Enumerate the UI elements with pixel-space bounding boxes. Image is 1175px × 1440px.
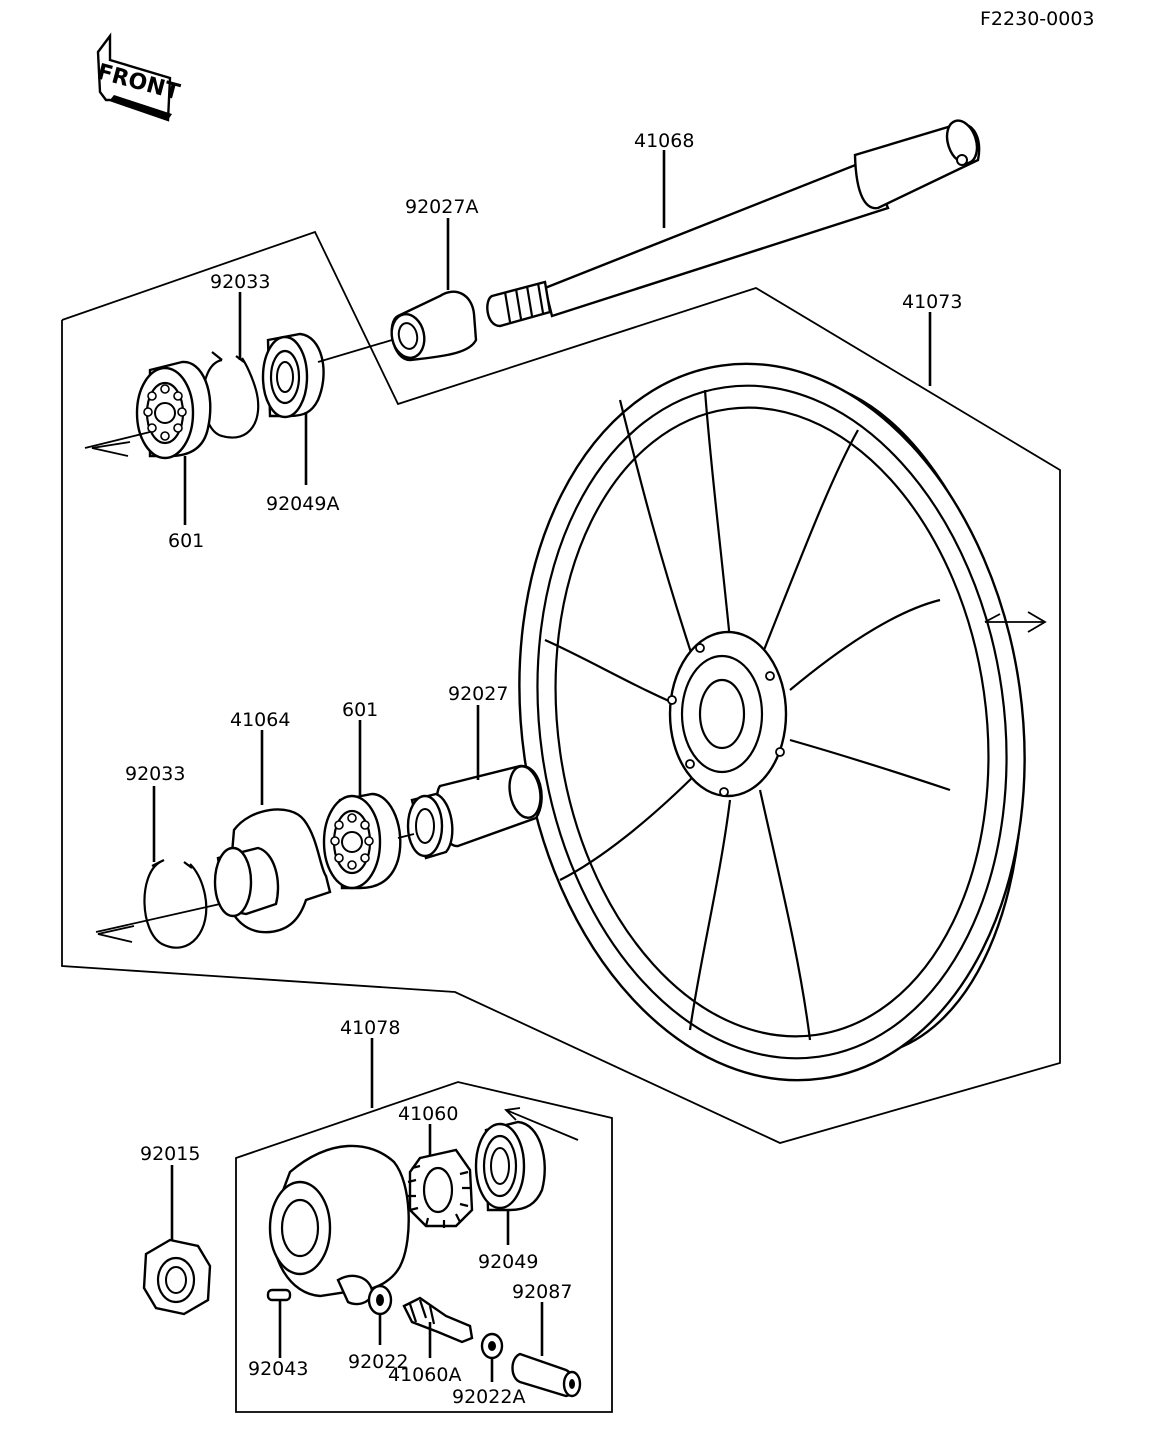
spacer-92027A <box>390 290 478 362</box>
label-92033-top: 92033 <box>210 271 270 293</box>
bearing-601-mid <box>322 792 402 890</box>
label-41060A: 41060A <box>388 1364 461 1386</box>
nut-92015 <box>142 1238 212 1316</box>
pinion-41060A <box>402 1296 474 1344</box>
label-41064: 41064 <box>230 709 290 731</box>
pin-92043 <box>266 1288 292 1302</box>
label-92043: 92043 <box>248 1358 308 1380</box>
seal-92049 <box>474 1107 579 1212</box>
seal-92049A <box>261 332 325 419</box>
label-41068: 41068 <box>634 130 694 152</box>
spacer-92027 <box>406 764 543 860</box>
label-92033-mid: 92033 <box>125 763 185 785</box>
collar-41064 <box>213 808 332 934</box>
label-92049A: 92049A <box>266 493 339 515</box>
gear-41060 <box>407 1148 474 1228</box>
leader-lines <box>152 150 932 1382</box>
front-direction-badge: FRONT <box>94 32 182 122</box>
label-601-mid: 601 <box>342 699 378 721</box>
assembly-axis-lines-mid <box>95 833 415 943</box>
label-92015: 92015 <box>140 1143 200 1165</box>
wheel-41073 <box>518 362 1047 1082</box>
gear-housing <box>268 1144 410 1306</box>
label-92027A: 92027A <box>405 196 478 218</box>
label-92049: 92049 <box>478 1251 538 1273</box>
label-41078: 41078 <box>340 1017 400 1039</box>
label-92027: 92027 <box>448 683 508 705</box>
part-labels: 41068 92027A 41073 92033 92049A 601 4106… <box>125 130 962 1408</box>
label-41060: 41060 <box>398 1103 458 1125</box>
figure-code: F2230-0003 <box>980 8 1095 30</box>
label-41073: 41073 <box>902 291 962 313</box>
circlip-92033-top <box>202 351 260 439</box>
washer-92022A <box>480 1332 504 1360</box>
bearing-601-top <box>135 360 212 460</box>
bushing-92087 <box>511 1352 582 1398</box>
label-92022: 92022 <box>348 1351 408 1373</box>
assembly-axis-lines-top <box>84 339 393 457</box>
assembly-boundary-lines <box>61 230 1061 1413</box>
axle-41068 <box>486 119 981 328</box>
label-601-top: 601 <box>168 530 204 552</box>
label-92022A: 92022A <box>452 1386 525 1408</box>
circlip-92033-mid <box>143 859 208 949</box>
washer-92022 <box>367 1284 393 1316</box>
label-92087: 92087 <box>512 1281 572 1303</box>
